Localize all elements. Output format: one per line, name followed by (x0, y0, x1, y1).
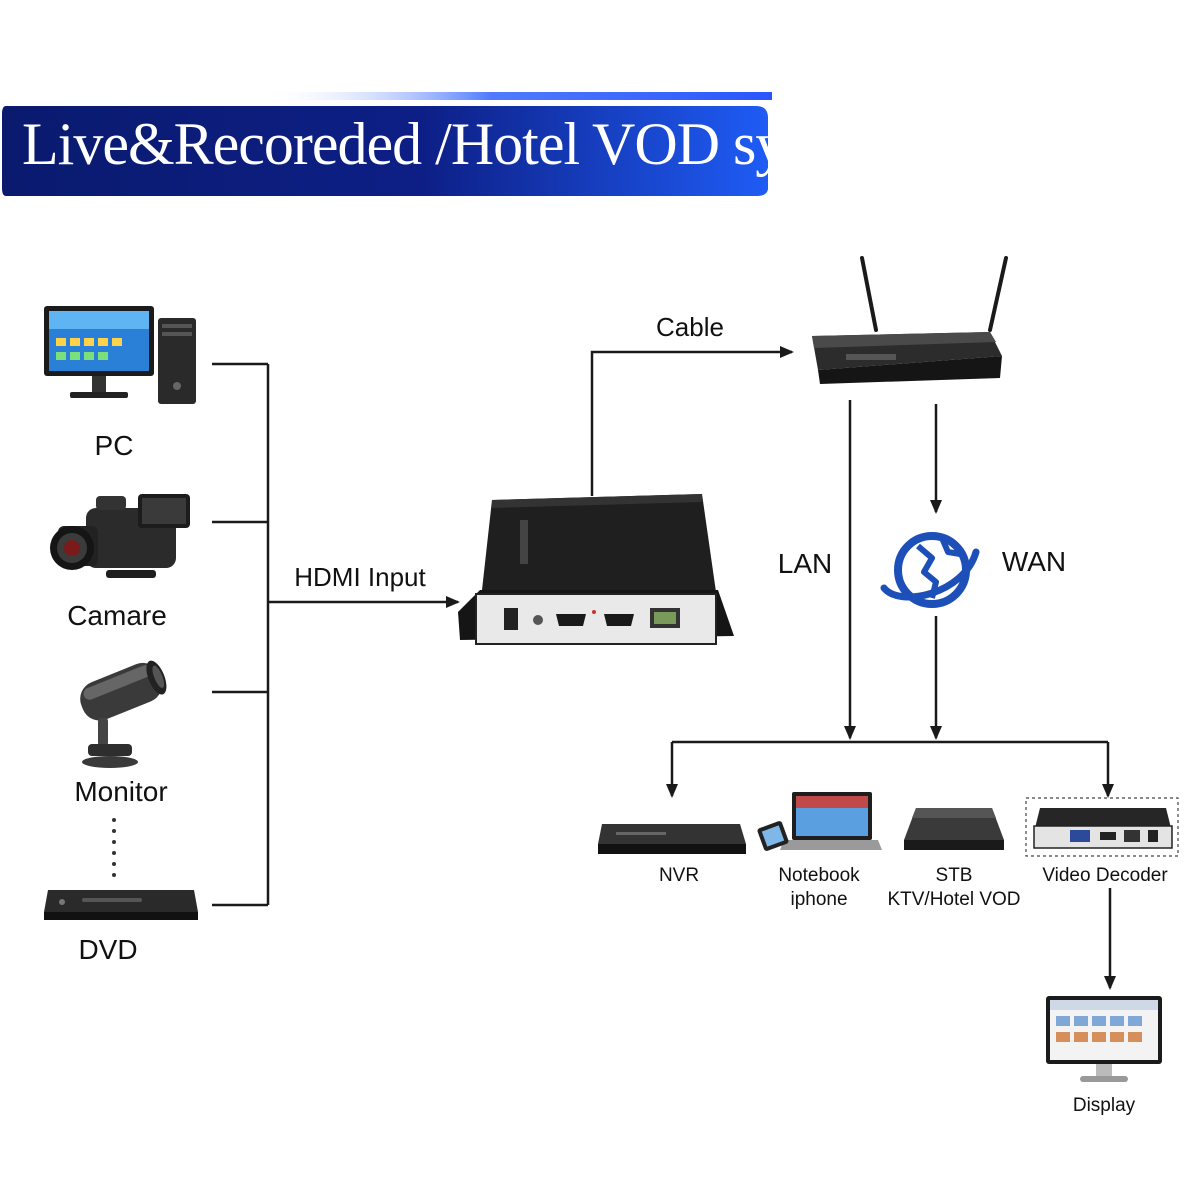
camcorder-icon (50, 494, 190, 578)
notebook-phone-icon (757, 792, 882, 851)
source-label-dvd: DVD (78, 934, 138, 965)
endpoint-label-iphone: iphone (790, 889, 848, 910)
endpoint-label-video-decoder: Video Decoder (1042, 865, 1168, 886)
endpoint-label-nvr: NVR (658, 865, 700, 886)
source-label-monitor: Monitor (74, 776, 168, 807)
pc-icon (44, 306, 196, 404)
nvr-icon (598, 824, 746, 854)
wifi-router-icon (812, 256, 1008, 384)
title-banner (2, 92, 772, 196)
endpoint-label-ktv-hotel-vod: KTV/Hotel VOD (887, 889, 1021, 910)
video-decoder-icon (1033, 808, 1173, 849)
endpoint-label-stb: STB (935, 865, 973, 886)
stb-icon (904, 808, 1004, 850)
source-label-pc: PC (94, 430, 134, 461)
globe-icon (880, 532, 980, 608)
link-label-cable: Cable (656, 312, 724, 342)
link-label-lan: LAN (777, 548, 833, 579)
display-icon (1046, 996, 1162, 1082)
source-label-camare: Camare (67, 600, 167, 631)
page-title: Live&Recoreded /Hotel VOD system (22, 111, 895, 177)
link-label-wan: WAN (1001, 546, 1067, 577)
link-label-hdmi-input: HDMI Input (294, 562, 426, 592)
endpoint-label-notebook: Notebook (778, 865, 860, 886)
display-label: Display (1072, 1095, 1136, 1116)
video-encoder-icon (458, 494, 734, 645)
cctv-camera-icon (80, 660, 167, 768)
dvd-player-icon (44, 890, 198, 920)
